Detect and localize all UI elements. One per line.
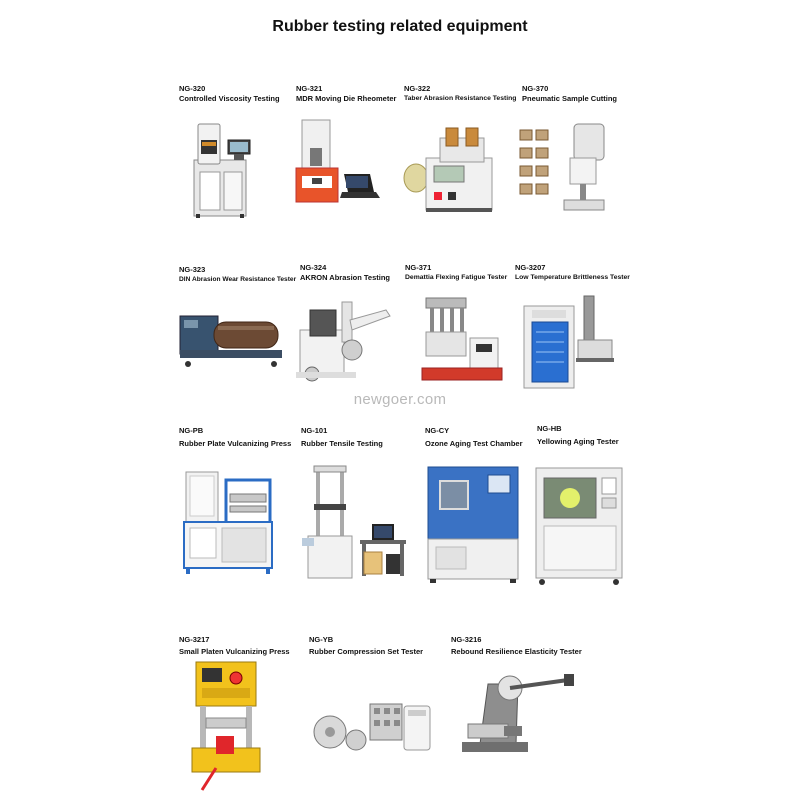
product-label-ng-hb: NG-HB Yellowing Aging Tester	[537, 424, 619, 447]
akron-tester-icon	[296, 301, 391, 382]
product-code: NG-101	[301, 426, 328, 435]
product-code: NG-HB	[537, 424, 562, 433]
flexing-tester-icon	[421, 297, 503, 381]
product-label-ng-3207: NG-3207 Low Temperature Brittleness Test…	[515, 263, 630, 283]
product-code: NG-370	[522, 84, 549, 93]
product-label-ng-371: NG-371 Demattia Flexing Fatigue Tester	[405, 263, 507, 283]
product-label-ng-321: NG-321 MDR Moving Die Rheometer	[296, 84, 396, 104]
product-name: Rebound Resilience Elasticity Tester	[451, 647, 582, 656]
product-name: MDR Moving Die Rheometer	[296, 94, 397, 103]
product-code: NG-YB	[309, 635, 334, 644]
product-code: NG-323	[179, 265, 206, 274]
product-label-ng-101: NG-101 Rubber Tensile Testing	[301, 426, 383, 449]
product-name: Rubber Tensile Testing	[301, 439, 383, 448]
product-code: NG-3207	[515, 263, 546, 272]
product-code: NG-324	[300, 263, 327, 272]
product-name: Taber Abrasion Resistance Testing	[404, 95, 517, 102]
product-name: Demattia Flexing Fatigue Tester	[405, 274, 508, 281]
product-name: Pneumatic Sample Cutting	[522, 94, 618, 103]
product-label-ng-320: NG-320 Controlled Viscosity Testing	[179, 84, 280, 104]
product-label-ng-3217: NG-3217 Small Platen Vulcanizing Press	[179, 635, 290, 657]
rheometer-laptop-icon	[295, 119, 380, 203]
abrasion-tester-icon	[403, 127, 493, 212]
product-code: NG-320	[179, 84, 206, 93]
product-code: NG-3216	[451, 635, 482, 644]
product-name: DIN Abrasion Wear Resistance Tester	[179, 276, 297, 283]
yellowing-chamber-icon	[535, 467, 623, 585]
product-label-ng-370: NG-370 Pneumatic Sample Cutting	[522, 84, 617, 104]
watermark: newgoer.com	[353, 391, 447, 408]
product-code: NG-PB	[179, 426, 204, 435]
rheometer-cabinet-icon	[193, 123, 251, 218]
small-press-icon	[191, 661, 261, 791]
compression-set-icon	[313, 703, 431, 751]
product-code: NG-3217	[179, 635, 210, 644]
rebound-tester-icon	[462, 674, 574, 752]
product-label-ng-323: NG-323 DIN Abrasion Wear Resistance Test…	[179, 265, 296, 285]
page-title: Rubber testing related equipment	[272, 18, 528, 35]
product-name: Controlled Viscosity Testing	[179, 94, 280, 103]
product-code: NG-CY	[425, 426, 450, 435]
product-label-ng-3216: NG-3216 Rebound Resilience Elasticity Te…	[451, 635, 582, 657]
product-code: NG-371	[405, 263, 432, 272]
product-name: Small Platen Vulcanizing Press	[179, 647, 290, 656]
product-label-ng-pb: NG-PB Rubber Plate Vulcanizing Press	[179, 426, 291, 449]
product-name: Rubber Plate Vulcanizing Press	[179, 439, 292, 448]
sample-cutter-icon	[519, 123, 605, 211]
product-name: Ozone Aging Test Chamber	[425, 439, 523, 448]
drum-abrasion-icon	[179, 315, 282, 367]
product-label-ng-322: NG-322 Taber Abrasion Resistance Testing	[404, 84, 516, 104]
product-label-ng-yb: NG-YB Rubber Compression Set Tester	[309, 635, 423, 657]
vulcanizing-press-icon	[183, 471, 273, 574]
tensile-tester-icon	[302, 465, 406, 579]
product-label-ng-324: NG-324 AKRON Abrasion Testing	[300, 263, 390, 283]
product-name: AKRON Abrasion Testing	[300, 273, 391, 282]
product-code: NG-322	[404, 84, 431, 93]
ozone-chamber-icon	[427, 466, 519, 583]
product-label-ng-cy: NG-CY Ozone Aging Test Chamber	[425, 426, 523, 449]
brittleness-tester-icon	[523, 295, 614, 389]
product-name: Rubber Compression Set Tester	[309, 647, 424, 656]
product-name: Low Temperature Brittleness Tester	[515, 274, 630, 281]
product-name: Yellowing Aging Tester	[537, 437, 619, 446]
product-code: NG-321	[296, 84, 323, 93]
